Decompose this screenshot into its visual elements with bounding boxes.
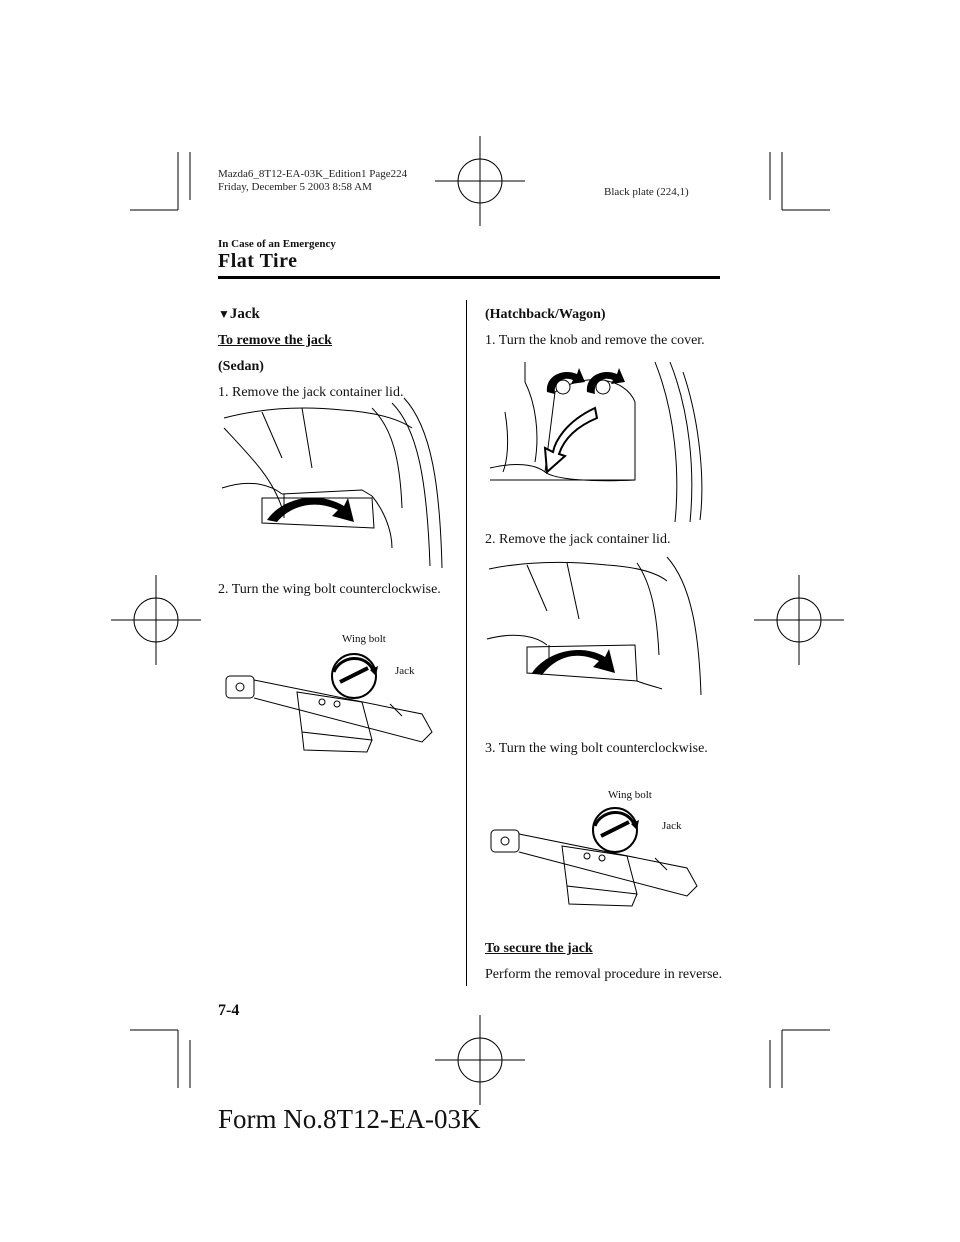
hatchback-step-1: 1. Turn the knob and remove the cover. xyxy=(485,333,705,348)
secure-jack-text: Perform the removal procedure in reverse… xyxy=(485,967,723,982)
hatchback-jack-label: Jack xyxy=(662,820,682,832)
sedan-jack-illustration xyxy=(225,653,433,753)
sedan-step-2: 2. Turn the wing bolt counterclockwise. xyxy=(218,582,441,597)
registration-target-top xyxy=(435,136,525,226)
title-rule xyxy=(218,276,720,279)
rotate-arrow-icon xyxy=(586,368,625,394)
black-plate-label: Black plate (224,1) xyxy=(604,186,689,198)
sedan-step-1: 1. Remove the jack container lid. xyxy=(218,385,404,400)
sedan-container-lid-illustration xyxy=(221,397,443,569)
registration-target-bottom xyxy=(435,1015,525,1105)
print-meta-line2: Friday, December 5 2003 8:58 AM xyxy=(218,181,372,193)
hatchback-container-lid-illustration xyxy=(486,556,702,696)
sedan-jack-label: Jack xyxy=(395,665,415,677)
remove-jack-subheading: To remove the jack xyxy=(218,333,332,348)
hatchback-jack-illustration xyxy=(490,807,698,907)
jack-heading-text: Jack xyxy=(229,306,260,322)
hatchback-step-3: 3. Turn the wing bolt counterclockwise. xyxy=(485,741,708,756)
registration-target-right xyxy=(754,575,844,665)
form-number: Form No.8T12-EA-03K xyxy=(218,1104,481,1134)
hatchback-wing-bolt-label: Wing bolt xyxy=(608,789,652,801)
registration-target-left xyxy=(111,575,201,665)
section-label: In Case of an Emergency xyxy=(218,238,336,250)
secure-jack-subheading: To secure the jack xyxy=(485,941,593,956)
column-divider xyxy=(466,300,467,986)
hatchback-step-2: 2. Remove the jack container lid. xyxy=(485,532,671,547)
page-title: Flat Tire xyxy=(218,250,298,272)
page-number: 7-4 xyxy=(218,1002,240,1019)
rotate-arrow-icon xyxy=(267,497,354,522)
sedan-wing-bolt-label: Wing bolt xyxy=(342,633,386,645)
hatchback-cover-illustration xyxy=(489,361,703,523)
rotate-arrow-icon xyxy=(532,649,615,675)
down-arrow-icon xyxy=(543,406,599,475)
hatchback-wagon-label: (Hatchback/Wagon) xyxy=(485,307,606,322)
heading-marker-icon: ▼ xyxy=(218,307,230,321)
print-meta-line1: Mazda6_8T12-EA-03K_Edition1 Page224 xyxy=(218,168,408,180)
rotate-arrow-icon xyxy=(546,368,585,394)
jack-heading: ▼Jack xyxy=(218,306,260,323)
sedan-label: (Sedan) xyxy=(218,359,264,374)
